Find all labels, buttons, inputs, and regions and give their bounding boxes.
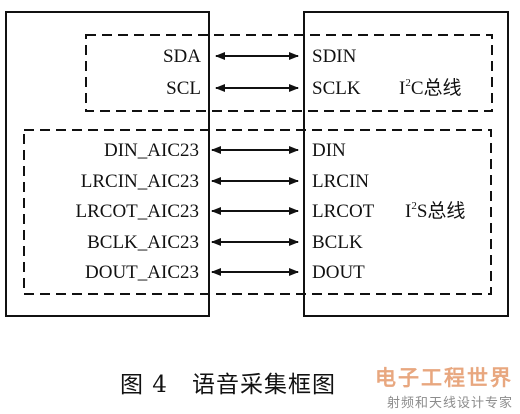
bus-label-prefix: I (399, 78, 405, 99)
signal-label-left: SDA (163, 46, 201, 67)
signal-label-left: LRCIN_AIC23 (81, 171, 199, 192)
i2c-bus-group (85, 34, 493, 112)
signal-label-right: LRCIN (312, 171, 369, 192)
watermark-bottom: 射频和天线设计专家 (387, 395, 513, 411)
bus-label-superscript: 2 (405, 77, 411, 89)
right-device-block (303, 11, 509, 317)
signal-label-right: BCLK (312, 232, 363, 253)
signal-label-right: SCLK (312, 78, 361, 99)
signal-label-left: DOUT_AIC23 (85, 262, 199, 283)
signal-label-right: DOUT (312, 262, 365, 283)
bus-label-superscript: 2 (411, 200, 417, 212)
bus-label-suffix: S总线 (417, 200, 466, 222)
i2s-bus-label: I2S总线 (405, 200, 465, 222)
figure-caption: 图 4 语音采集框图 (120, 372, 336, 398)
i2c-bus-label: I2C总线 (399, 77, 462, 99)
signal-label-right: LRCOT (312, 201, 375, 222)
i2c-signal-row: SCL SCLK (166, 78, 361, 99)
i2s-bus-group (23, 129, 492, 295)
i2s-signal-row: DIN_AIC23 DIN (104, 140, 346, 161)
i2s-signal-row: LRCOT_AIC23 LRCOT (76, 201, 375, 222)
i2s-signal-row: DOUT_AIC23 DOUT (85, 262, 365, 283)
watermark-top: 电子工程世界 (375, 366, 513, 390)
signal-label-right: SDIN (312, 46, 357, 67)
signal-label-left: DIN_AIC23 (104, 140, 199, 161)
signal-label-left: SCL (166, 78, 201, 99)
bus-label-suffix: C总线 (411, 77, 462, 99)
bus-label-prefix: I (405, 201, 411, 222)
i2s-signal-row: LRCIN_AIC23 LRCIN (81, 171, 370, 192)
signal-label-left: LRCOT_AIC23 (76, 201, 200, 222)
i2c-signal-row: SDA SDIN (163, 46, 357, 67)
signal-label-right: DIN (312, 140, 346, 161)
left-device-block (5, 11, 210, 317)
i2s-signal-row: BCLK_AIC23 BCLK (87, 232, 363, 253)
signal-label-left: BCLK_AIC23 (87, 232, 199, 253)
